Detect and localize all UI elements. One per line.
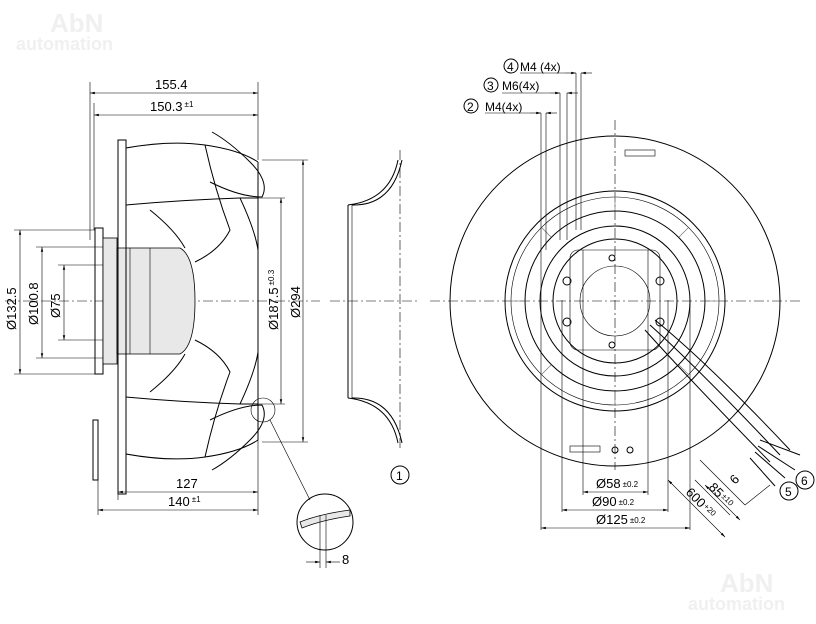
callout-1: 1 xyxy=(396,469,403,483)
dim-dia-125: Ø125±0.2 xyxy=(596,512,646,527)
dim-detail-8: 8 xyxy=(342,552,349,567)
svg-text:2: 2 xyxy=(467,100,474,114)
dim-dia-100: Ø100.8 xyxy=(26,282,41,325)
svg-text:M6(4x): M6(4x) xyxy=(502,79,539,93)
front-view: 6 85±10 600+20 6 5 4 M4 (4x) 3 M6(4x) 2 xyxy=(430,58,815,538)
dim-dia-75: Ø75 xyxy=(48,293,63,318)
dim-housing-length: 150.3±1 xyxy=(150,99,194,114)
dim-dia-90: Ø90±0.2 xyxy=(592,494,635,509)
svg-text:M4(4x): M4(4x) xyxy=(485,100,522,114)
svg-text:automation: automation xyxy=(16,34,113,54)
callout-5: 5 xyxy=(785,485,792,499)
svg-text:4: 4 xyxy=(507,60,514,74)
side-view: 155.4 150.3±1 Ø132.5 Ø100.8 Ø75 Ø187.5±0… xyxy=(4,77,354,568)
watermark-top: AbN automation xyxy=(16,8,113,54)
dim-dia-58: Ø58±0.2 xyxy=(596,476,639,491)
callout-6: 6 xyxy=(801,474,808,488)
dim-cable-strip: 6 xyxy=(727,471,743,487)
dim-dia-132: Ø132.5 xyxy=(4,287,19,330)
screw-callouts: 4 M4 (4x) 3 M6(4x) 2 M4(4x) xyxy=(463,58,592,530)
watermark-bottom: AbN automation xyxy=(688,568,785,614)
dim-dia-187: Ø187.5±0.3 xyxy=(266,269,281,330)
dim-overall-length: 155.4 xyxy=(155,77,188,92)
svg-text:automation: automation xyxy=(688,594,785,614)
dim-dia-294: Ø294 xyxy=(288,286,303,318)
svg-text:AbN: AbN xyxy=(50,8,103,38)
detail-view: 8 xyxy=(296,493,354,568)
svg-text:AbN: AbN xyxy=(720,568,773,598)
dim-length-140: 140±1 xyxy=(168,494,201,509)
svg-text:3: 3 xyxy=(487,79,494,93)
dim-length-127: 127 xyxy=(176,476,198,491)
inlet-ring-view: 1 xyxy=(330,150,420,485)
svg-text:M4 (4x): M4 (4x) xyxy=(520,60,561,74)
